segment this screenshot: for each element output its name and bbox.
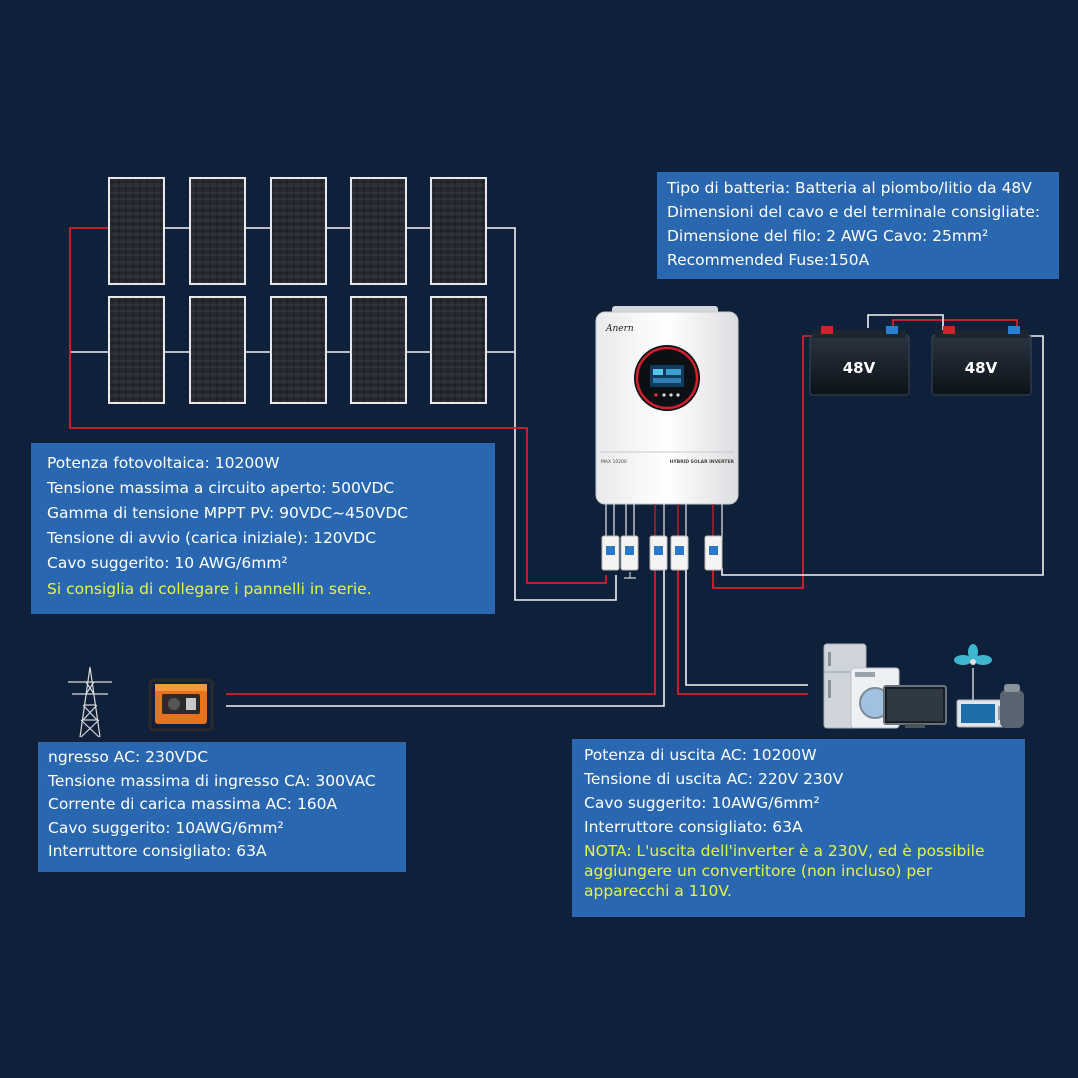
ac-input-breaker-line: Interruttore consigliato: 63A (48, 842, 267, 861)
ac-input-max-voltage-line: Tensione massima di ingresso CA: 300VAC (48, 771, 376, 790)
power-pylon-icon (68, 666, 112, 738)
ac-output-breaker-line: Interruttore consigliato: 63A (584, 818, 803, 837)
pv-power-line: Potenza fotovoltaica: 10200W (47, 454, 280, 472)
ac-output-power-line: Potenza di uscita AC: 10200W (584, 746, 817, 764)
ac-wiring (226, 568, 808, 707)
pv-wiring (69, 227, 617, 601)
inverter-icon (595, 306, 739, 505)
ac-output-voltage-line: Tensione di uscita AC: 220V 230V (584, 770, 844, 789)
appliances-icon (823, 643, 1024, 729)
battery-type-line: Tipo di batteria: Batteria al piombo/lit… (667, 179, 1032, 197)
battery-icon (809, 326, 1032, 396)
inverter-brand: Anern (605, 324, 634, 334)
battery-fuse-line: Recommended Fuse:150A (667, 250, 870, 269)
ac-input-cable-line: Cavo suggerito: 10AWG/6mm² (48, 818, 284, 837)
ac-input-spec-box: ngresso AC: 230VDC Tensione massima di i… (38, 742, 406, 872)
battery-2-label: 48V (965, 359, 998, 377)
pv-note: Si consiglia di collegare i pannelli in … (47, 579, 372, 598)
breaker-icon (601, 535, 723, 571)
solar-panel-icon (108, 177, 487, 404)
battery-1-label: 48V (843, 359, 876, 377)
ac-charge-current-line: Corrente di carica massima AC: 160A (48, 795, 338, 814)
pv-startup-line: Tensione di avvio (carica iniziale): 120… (47, 529, 377, 548)
ac-output-cable-line: Cavo suggerito: 10AWG/6mm² (584, 794, 820, 813)
inverter-type: HYBRID SOLAR INVERTER (670, 459, 735, 465)
solar-array (108, 177, 487, 404)
inverter-terminals (605, 504, 723, 540)
pv-voc-line: Tensione massima a circuito aperto: 500V… (47, 479, 395, 498)
inverter-model: MAX 10200 (601, 459, 627, 465)
ac-output-note: NOTA: L'uscita dell'inverter è a 230V, e… (584, 842, 985, 901)
battery-cable-line: Dimensione del filo: 2 AWG Cavo: 25mm² (667, 226, 989, 245)
pv-spec-box: Potenza fotovoltaica: 10200W Tensione ma… (31, 443, 495, 614)
pv-cable-line: Cavo suggerito: 10 AWG/6mm² (47, 554, 288, 573)
battery-cable-heading: Dimensioni del cavo e del terminale cons… (667, 202, 1041, 221)
ac-output-spec-box: Potenza di uscita AC: 10200W Tensione di… (572, 739, 1025, 917)
generator-icon (148, 678, 214, 732)
pv-mppt-line: Gamma di tensione MPPT PV: 90VDC~450VDC (47, 504, 409, 523)
ac-input-line: ngresso AC: 230VDC (48, 748, 209, 766)
battery-spec-box: Tipo di batteria: Batteria al piombo/lit… (657, 172, 1059, 279)
